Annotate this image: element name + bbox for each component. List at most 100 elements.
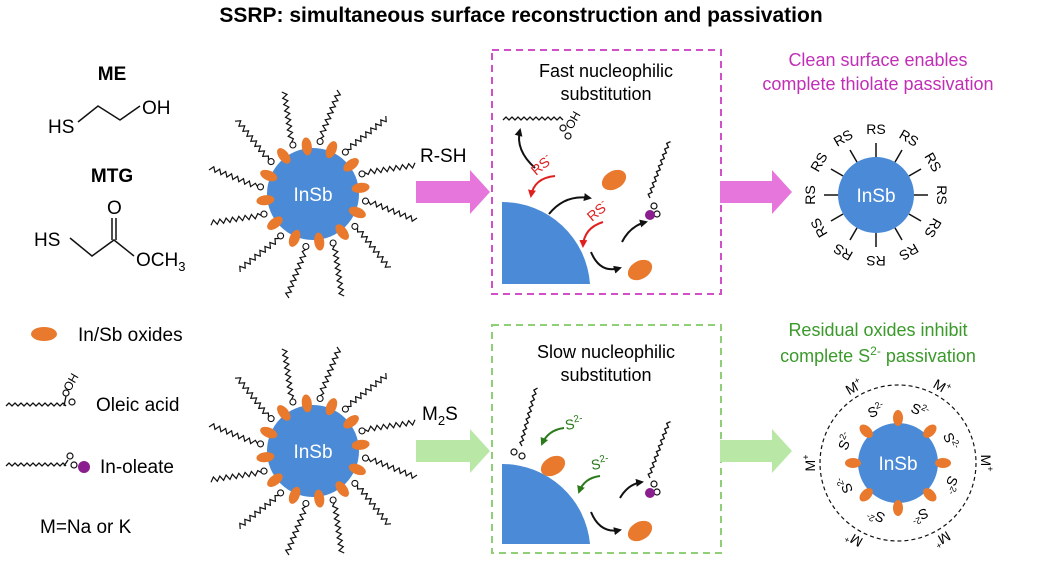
- insb-core: [838, 157, 914, 233]
- bottom-passivated-nanocrystal: S2-S2-S2-S2-S2-S2-S2-S2-M+M+M+M+M+M+InSb: [801, 375, 995, 551]
- counter-ion: M+: [801, 455, 818, 472]
- surface-oxide: [288, 486, 301, 504]
- top-box-title-2: substitution: [560, 84, 651, 104]
- surface-oxide: [256, 452, 275, 463]
- top-oxide-leaving-1: [601, 169, 627, 191]
- oleic-ligand-chain: [367, 457, 418, 480]
- oleic-ligand-chain: [234, 377, 270, 417]
- sulfide-ion: S2-: [834, 474, 856, 497]
- top-product-arrow: [720, 170, 792, 214]
- bottom-reagent-label: M2S: [422, 404, 458, 428]
- carboxylate-oxygen: [277, 489, 285, 497]
- oxide-legend-label: In/Sb oxides: [78, 325, 183, 346]
- thiolate-ligand: RS: [807, 150, 831, 175]
- top-oxide-leaving-2: [627, 259, 653, 281]
- residual-oxide: [893, 410, 903, 426]
- mtg-name: MTG: [91, 166, 133, 187]
- me-right: OH: [142, 98, 171, 119]
- core-label: InSb: [856, 186, 895, 207]
- oleic-ligand-chain: [284, 505, 307, 556]
- bottom-reagent-arrow: [416, 429, 490, 473]
- oleic-ligand-chain: [356, 228, 392, 268]
- carboxylate-oxygen: [329, 496, 337, 504]
- carboxylate-oxygen: [267, 415, 275, 423]
- carboxylate-oxygen: [316, 137, 324, 146]
- thiolate-ligand: RS: [866, 253, 885, 269]
- in-oleate-legend-label: In-oleate: [100, 457, 174, 478]
- oleic-ligand-chain: [239, 494, 279, 530]
- carboxylate-oxygen: [260, 467, 268, 475]
- counterion-shell: [819, 384, 977, 542]
- bottom-s2-1: S2-: [564, 413, 585, 433]
- bottom-mechanism-box: [491, 324, 722, 554]
- carboxylate-oxygen: [361, 197, 370, 205]
- carboxylate-oxygen: [289, 141, 297, 149]
- carboxylate-oxygen: [361, 454, 370, 462]
- carboxylate-oxygen: [329, 239, 337, 247]
- carboxylate-oxygen: [302, 242, 310, 251]
- thiolate-ligand: RS: [831, 240, 856, 264]
- oleic-ligand-chain: [281, 91, 295, 143]
- insb-core: [267, 148, 359, 240]
- oleic-ligand-chain: [364, 419, 416, 433]
- thiolate-ligand: RS: [802, 185, 818, 204]
- carboxylate-oxygen: [256, 440, 265, 448]
- carboxylate-oxygen: [358, 427, 366, 435]
- top-reagent-arrow: [416, 170, 490, 214]
- oleic-ligand-chain: [210, 212, 262, 226]
- sulfide-ion: S2-: [940, 430, 962, 453]
- bottom-oxide-leaving: [627, 520, 653, 542]
- oleic-ligand-chain: [331, 502, 345, 554]
- sulfide-ion: S2-: [909, 399, 932, 421]
- top-caption-1: Clean surface enables: [788, 50, 967, 70]
- oleic-ligand-chain: [367, 200, 418, 223]
- surface-oxide: [260, 169, 278, 182]
- oleic-ligand-chain: [347, 372, 387, 408]
- legend: ME HS OH MTG O HS OCH3 In/Sb oxides OH O…: [5, 64, 185, 538]
- oleic-ligand-chain: [319, 89, 342, 140]
- oleic-ligand-chain: [208, 422, 259, 445]
- oleic-oh: OH: [60, 371, 81, 394]
- bottom-mechanism: S2- S2-: [502, 386, 672, 544]
- bottom-s2-2: S2-: [590, 453, 611, 473]
- residual-oxide: [935, 458, 951, 468]
- counter-ion: M+: [842, 528, 865, 551]
- surface-oxide: [325, 141, 338, 159]
- thiolate-ligand: RS: [934, 185, 950, 204]
- oleic-ligand-chain: [347, 115, 387, 151]
- surface-oxide: [351, 182, 370, 193]
- residual-oxide: [859, 424, 873, 438]
- bottom-residual-oxide: [540, 455, 566, 477]
- carboxylate-oxygen: [351, 222, 359, 230]
- surface-oxide: [267, 473, 283, 487]
- oleic-ligand-chain: [239, 237, 279, 273]
- oleic-ligand-chain: [364, 162, 416, 176]
- me-structure: HS OH: [48, 98, 171, 138]
- surface-oxide: [335, 481, 349, 497]
- top-rs-1: RS-: [527, 151, 555, 179]
- mtg-left: HS: [34, 230, 60, 251]
- top-box-title-1: Fast nucleophilic: [539, 61, 673, 81]
- surface-oxide: [277, 405, 291, 421]
- top-mechanism: OH RS- RS-: [502, 109, 672, 284]
- bottom-surface-quarter: [502, 463, 590, 544]
- carboxylate-oxygen: [351, 479, 359, 487]
- counter-ion: M+: [931, 375, 954, 398]
- oleic-acid-icon: OH: [5, 371, 82, 407]
- mtg-right: OCH3: [136, 250, 185, 274]
- oleic-ligand-chain: [281, 348, 295, 400]
- thiolate-ligand: RS: [866, 121, 885, 137]
- top-reagent-label: R-SH: [420, 146, 466, 167]
- sulfide-ion: S2-: [834, 430, 856, 453]
- top-rs-2: RS-: [583, 197, 611, 225]
- core-label: InSb: [293, 185, 332, 206]
- surface-oxide: [301, 394, 312, 413]
- top-caption-2: complete thiolate passivation: [762, 74, 993, 94]
- counter-ion: M+: [842, 375, 865, 398]
- surface-oxide: [267, 216, 283, 230]
- top-surface-quarter: [502, 201, 590, 284]
- bottom-caption-1: Residual oxides inhibit: [788, 320, 967, 340]
- oleic-ligand-chain: [356, 485, 392, 525]
